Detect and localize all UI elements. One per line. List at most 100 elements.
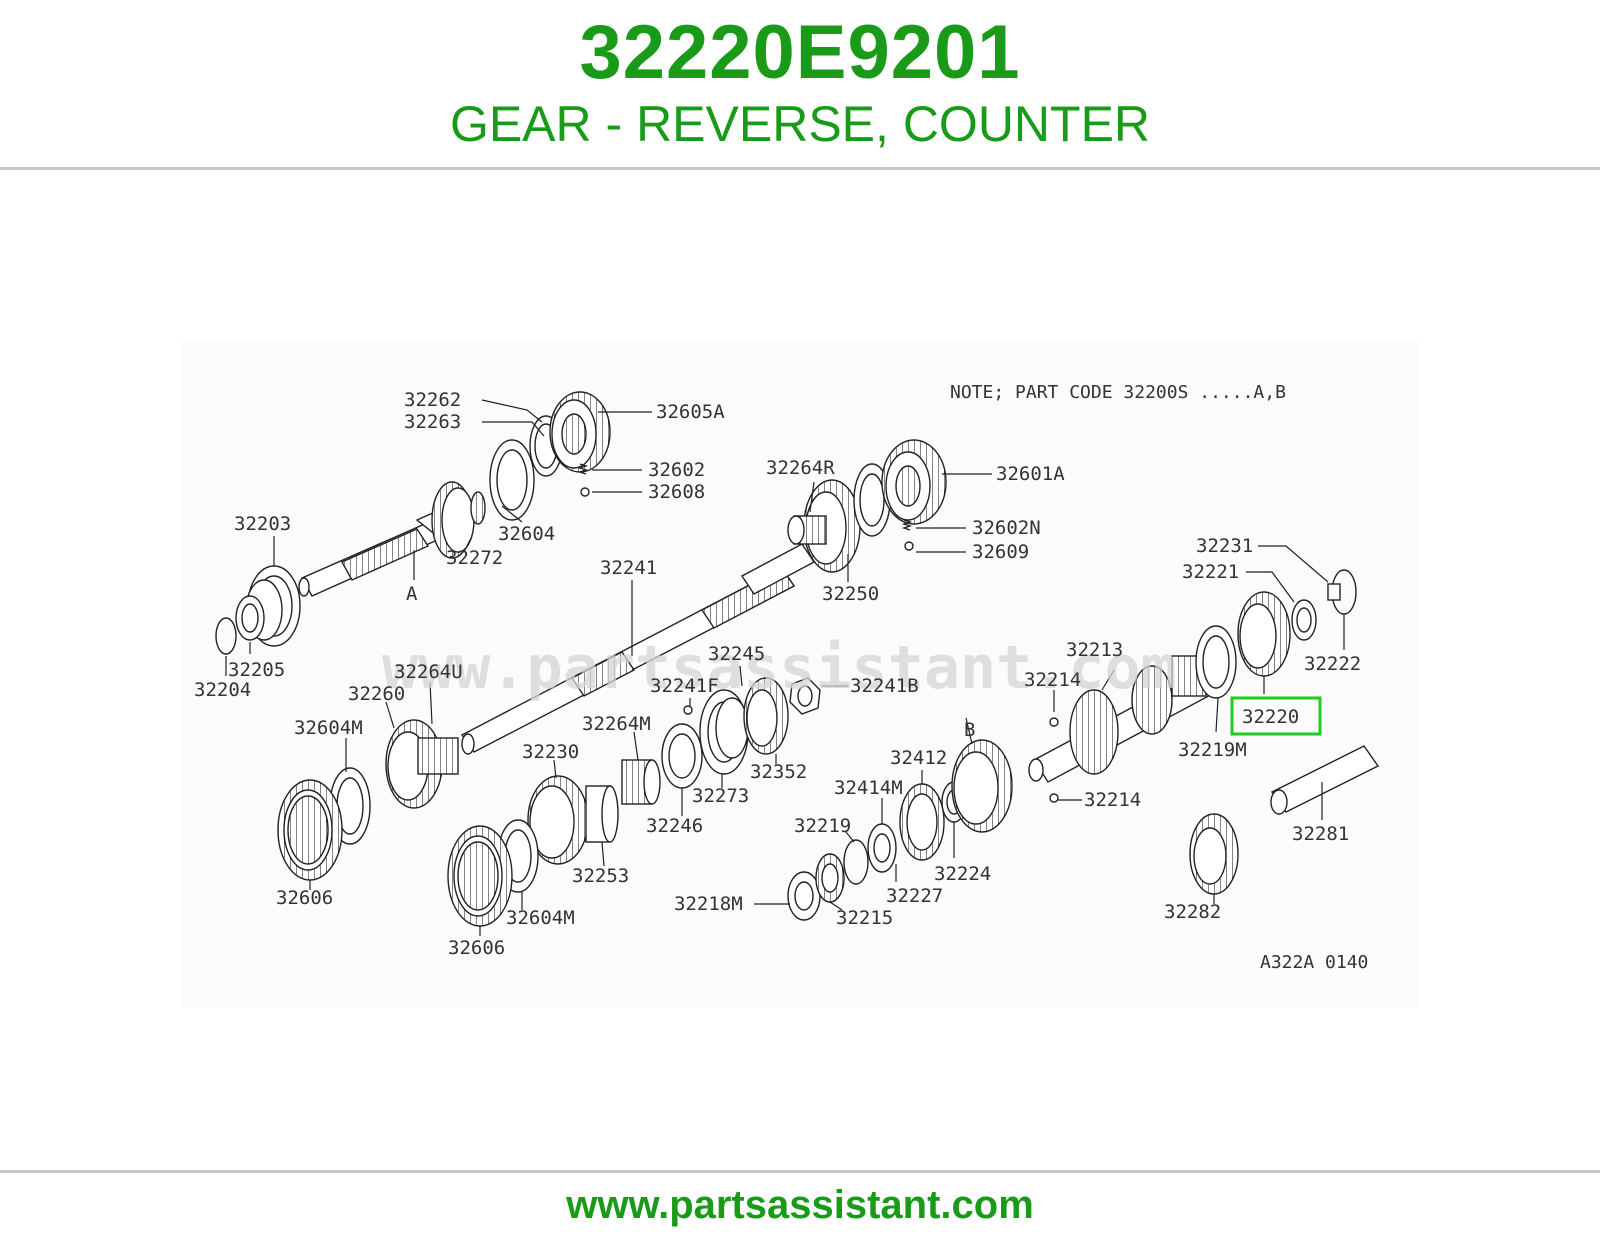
part-32215-bearing — [815, 853, 845, 903]
callout-32213[interactable]: 32213 — [1066, 639, 1123, 661]
callout-32262[interactable]: 32262 — [404, 389, 461, 411]
callout-32282[interactable]: 32282 — [1164, 901, 1221, 923]
part-32264M-bearing — [621, 759, 661, 805]
watermark-text: www.partsassistant.com — [382, 633, 1177, 703]
part-32219-ring — [843, 839, 869, 885]
callout-32220-highlighted[interactable]: 32220 — [1242, 706, 1299, 728]
part-32281-shaft — [1270, 745, 1380, 815]
part-32241F-ball — [683, 705, 693, 715]
callout-32608[interactable]: 32608 — [648, 481, 705, 503]
callout-32203[interactable]: 32203 — [234, 513, 291, 535]
part-32260-gear — [385, 719, 459, 809]
callout-32219M[interactable]: 32219M — [1178, 739, 1247, 761]
callout-32215[interactable]: 32215 — [836, 907, 893, 929]
part-32601A-sleeve — [881, 439, 947, 525]
part-32218M-washer — [787, 871, 821, 921]
callout-32606-left[interactable]: 32606 — [276, 887, 333, 909]
callout-32281[interactable]: 32281 — [1292, 823, 1349, 845]
part-32606-sleeve-center — [447, 825, 513, 927]
figure-code: A322A 0140 — [1260, 952, 1368, 973]
callout-labels: 32262 32263 32605A 32602 32608 32604 322… — [194, 389, 1361, 959]
callout-32219[interactable]: 32219 — [794, 815, 851, 837]
callout-32227[interactable]: 32227 — [886, 885, 943, 907]
callout-32204[interactable]: 32204 — [194, 679, 251, 701]
callout-32214-lower[interactable]: 32214 — [1084, 789, 1141, 811]
callout-32230[interactable]: 32230 — [522, 741, 579, 763]
callout-32205[interactable]: 32205 — [228, 659, 285, 681]
header-divider — [0, 167, 1600, 170]
callout-32222[interactable]: 32222 — [1304, 653, 1361, 675]
part-32221-washer — [1291, 599, 1317, 641]
callout-32218M[interactable]: 32218M — [674, 893, 743, 915]
part-32253-bushing — [585, 785, 619, 843]
callout-32606-center[interactable]: 32606 — [448, 937, 505, 959]
callout-32602N[interactable]: 32602N — [972, 517, 1041, 539]
part-32605A-sleeve — [549, 391, 611, 473]
part-32214-pin-upper — [1049, 717, 1059, 727]
callout-32414M[interactable]: 32414M — [834, 777, 903, 799]
part-32220-reverse-gear — [1237, 591, 1291, 677]
part-32602-spring — [577, 463, 590, 497]
callout-32241F[interactable]: 32241F — [650, 675, 719, 697]
part-32282-gear — [1189, 813, 1239, 895]
part-32246-washer — [661, 723, 703, 789]
part-32250-gear — [787, 479, 861, 573]
callout-32221[interactable]: 32221 — [1182, 561, 1239, 583]
callout-B[interactable]: B — [964, 719, 975, 741]
callout-32250[interactable]: 32250 — [822, 583, 879, 605]
callout-32272[interactable]: 32272 — [446, 547, 503, 569]
part-32230-gear — [527, 775, 589, 865]
callout-32602[interactable]: 32602 — [648, 459, 705, 481]
part-drawings — [215, 391, 1380, 927]
callout-32605A[interactable]: 32605A — [656, 401, 725, 423]
part-B-gear — [951, 739, 1013, 833]
callout-32609[interactable]: 32609 — [972, 541, 1029, 563]
footer-website[interactable]: www.partsassistant.com — [566, 1183, 1034, 1227]
footer-divider — [0, 1170, 1600, 1173]
part-code-note: NOTE; PART CODE 32200S .....A,B — [950, 382, 1286, 403]
callout-32241B[interactable]: 32241B — [850, 675, 919, 697]
callout-32352[interactable]: 32352 — [750, 761, 807, 783]
callout-32263[interactable]: 32263 — [404, 411, 461, 433]
part-32602N-spring — [901, 519, 914, 551]
part-32352-gear — [743, 677, 789, 755]
callout-32224[interactable]: 32224 — [934, 863, 991, 885]
callout-32604M-center[interactable]: 32604M — [506, 907, 575, 929]
callout-32604[interactable]: 32604 — [498, 523, 555, 545]
callout-32412[interactable]: 32412 — [890, 747, 947, 769]
highlighted-part-box — [1230, 696, 1322, 736]
part-32227-washer — [867, 823, 897, 873]
part-32241B-nut — [789, 677, 821, 715]
callout-32264U[interactable]: 32264U — [394, 661, 463, 683]
callout-32214-upper[interactable]: 32214 — [1024, 669, 1081, 691]
part-32205-32204-rings — [215, 595, 265, 655]
page-header: 32220E9201 GEAR - REVERSE, COUNTER — [0, 0, 1600, 168]
diagram-svg: www.partsassistant.com NOTE; PART CODE 3… — [182, 340, 1418, 1008]
callout-32253[interactable]: 32253 — [572, 865, 629, 887]
callout-32241[interactable]: 32241 — [600, 557, 657, 579]
callout-32260[interactable]: 32260 — [348, 683, 405, 705]
callout-32264M[interactable]: 32264M — [582, 713, 651, 735]
callout-A[interactable]: A — [406, 583, 418, 605]
part-32219M-bearing — [1195, 625, 1237, 699]
part-32606-sleeve-left — [277, 779, 343, 881]
callout-32604M-left[interactable]: 32604M — [294, 717, 363, 739]
part-32273-bearing — [699, 689, 749, 775]
part-32213-counter-gear — [1028, 655, 1217, 783]
part-32241-mainshaft — [460, 543, 816, 755]
callout-32273[interactable]: 32273 — [692, 785, 749, 807]
callout-32601A[interactable]: 32601A — [996, 463, 1065, 485]
callout-32264R[interactable]: 32264R — [766, 457, 835, 479]
part-number-title: 32220E9201 — [579, 10, 1021, 95]
part-32412-ring — [899, 783, 945, 861]
part-32272-gear — [431, 481, 486, 559]
part-description: GEAR - REVERSE, COUNTER — [449, 96, 1151, 152]
part-32214-pin-lower — [1049, 793, 1059, 803]
part-32604-ring-upper — [489, 439, 535, 521]
callout-32246[interactable]: 32246 — [646, 815, 703, 837]
part-32604-ring-right — [853, 463, 891, 537]
callout-32231[interactable]: 32231 — [1196, 535, 1253, 557]
exploded-parts-diagram: www.partsassistant.com NOTE; PART CODE 3… — [182, 340, 1418, 1008]
leader-lines — [225, 399, 1345, 936]
callout-32245[interactable]: 32245 — [708, 643, 765, 665]
